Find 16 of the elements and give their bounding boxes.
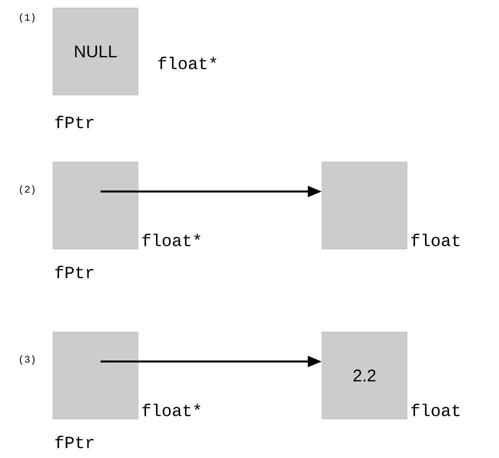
square-box xyxy=(52,332,138,420)
step-number: (2) xyxy=(20,185,35,195)
step-number: (1) xyxy=(20,13,35,23)
type-label: fPtr xyxy=(55,436,94,448)
step-number: (3) xyxy=(20,355,35,365)
type-label: float* xyxy=(142,234,200,246)
square-box: NULL xyxy=(52,8,138,96)
type-label: fPtr xyxy=(55,116,94,128)
type-label: float* xyxy=(158,56,216,70)
square-box xyxy=(322,162,408,250)
type-label: float xyxy=(411,404,460,416)
square-box: 2.2 xyxy=(322,332,408,420)
type-label: float* xyxy=(142,404,200,416)
type-label: fPtr xyxy=(55,266,94,278)
square-box xyxy=(52,162,138,250)
type-label: float xyxy=(411,234,460,246)
